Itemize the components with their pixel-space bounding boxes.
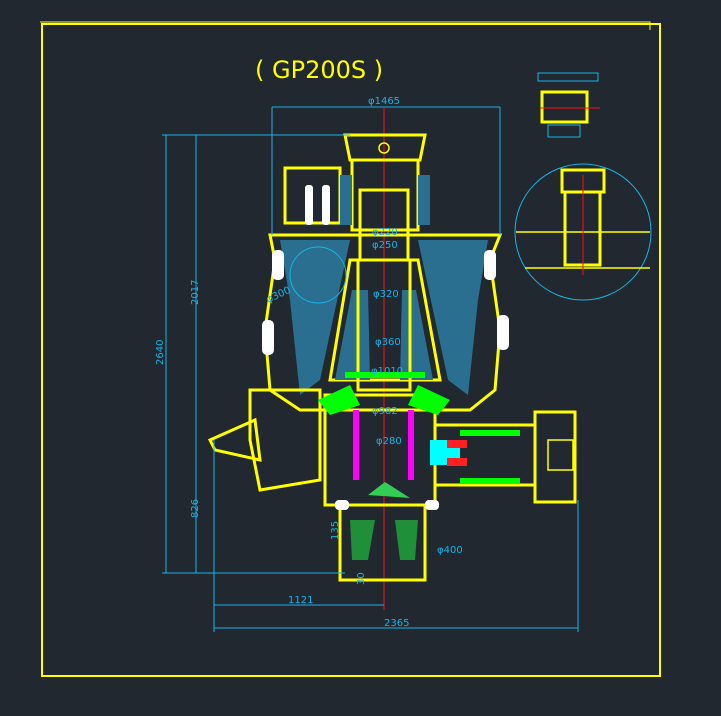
dim-h30: 30 bbox=[356, 572, 367, 585]
detail-view-circle bbox=[514, 163, 652, 301]
dimension-labels: φ1465 φ220 φ250 φ300 φ320 φ360 φ1010 φ98… bbox=[155, 96, 463, 629]
dim-h826: 826 bbox=[190, 499, 201, 518]
dim-d982: φ982 bbox=[372, 406, 398, 417]
dim-d250: φ250 bbox=[372, 240, 398, 251]
dim-h2017: 2017 bbox=[190, 280, 201, 305]
dim-d360: φ360 bbox=[375, 337, 401, 348]
dim-h2640: 2640 bbox=[155, 340, 166, 365]
bolts bbox=[262, 185, 509, 510]
dim-w1121: 1121 bbox=[288, 595, 313, 606]
feed-hopper bbox=[283, 133, 430, 232]
dim-d400: φ400 bbox=[437, 545, 463, 556]
drawing-title: ( GP200S ) bbox=[255, 56, 383, 84]
countershaft-assembly bbox=[430, 410, 577, 504]
dim-d280: φ280 bbox=[376, 436, 402, 447]
dim-w2365: 2365 bbox=[384, 618, 409, 629]
dim-h135: 135 bbox=[330, 521, 341, 540]
crusher-body bbox=[207, 188, 503, 582]
dimension-lines bbox=[162, 106, 579, 632]
dim-d320: φ320 bbox=[373, 289, 399, 300]
frame-corner-mark bbox=[40, 21, 651, 30]
dim-d220: φ220 bbox=[372, 227, 398, 238]
dim-d1010: φ1010 bbox=[371, 366, 403, 377]
dim-d300: φ300 bbox=[265, 285, 293, 306]
detail-view-top bbox=[537, 72, 600, 138]
highlighted-parts bbox=[318, 372, 450, 480]
dim-d1465: φ1465 bbox=[368, 96, 400, 107]
drawing-frame bbox=[41, 23, 661, 677]
